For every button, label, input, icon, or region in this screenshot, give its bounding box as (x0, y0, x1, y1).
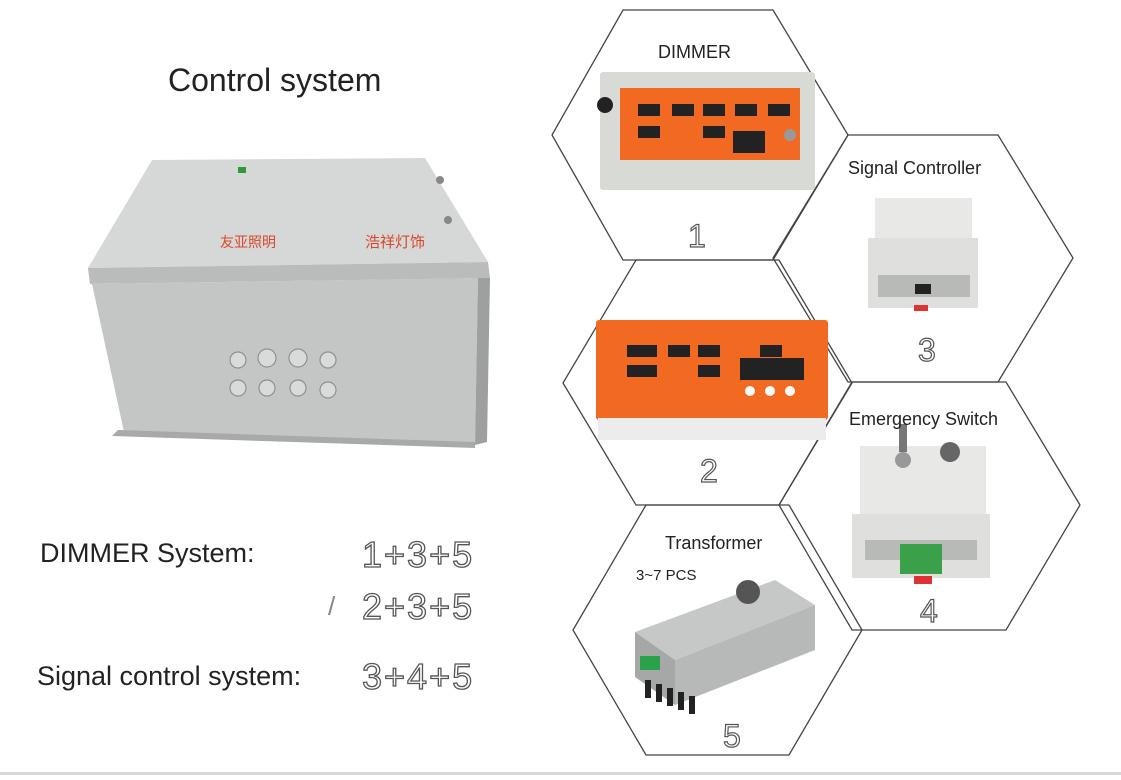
signal-formula: 3+4+5 (361, 655, 475, 697)
control-cabinet-image: 友亚照明 浩祥灯饰 (88, 158, 490, 448)
number-1: 1 (687, 217, 706, 254)
emergency-switch-image (852, 424, 990, 584)
page-title: Control system (168, 62, 382, 98)
label-transformer: Transformer (665, 533, 763, 553)
dimmer-system-label: DIMMER System: (40, 538, 255, 568)
transformer-image (635, 580, 815, 714)
hex-transformer (572, 504, 863, 756)
number-5: 5 (722, 717, 741, 754)
number-4: 4 (919, 592, 938, 629)
bottom-divider (0, 772, 1121, 775)
brand-left: 友亚照明 (220, 235, 276, 251)
dimmer-image (597, 72, 815, 190)
label-signal-controller: Signal Controller (848, 158, 982, 178)
label-dimmer: DIMMER (658, 42, 731, 62)
label-emergency-switch: Emergency Switch (849, 409, 999, 429)
transformer-quantity-note: 3~7 PCS (636, 567, 697, 584)
signal-system-label: Signal control system: (37, 661, 302, 691)
signal-controller-image (868, 198, 978, 311)
dimmer-formula-2: 2+3+5 (361, 585, 475, 627)
controller-panel-image (596, 320, 828, 440)
dimmer-formula-1: 1+3+5 (361, 533, 475, 575)
formula-separator: / (328, 591, 336, 621)
brand-right: 浩祥灯饰 (365, 233, 425, 251)
number-3: 3 (917, 331, 936, 368)
number-2: 2 (699, 452, 718, 489)
